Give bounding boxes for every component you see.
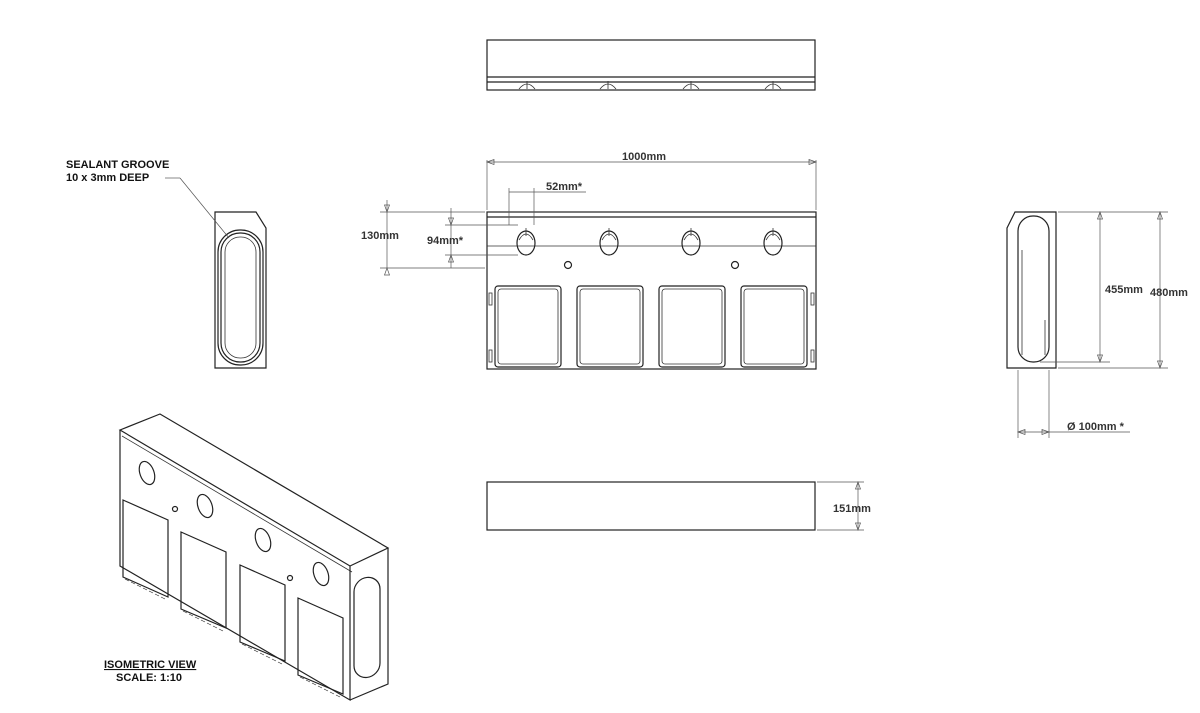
fixing-hole <box>730 260 740 270</box>
outer-height-dimension: 480mm <box>1150 287 1188 299</box>
hole-height-dimension: 94mm* <box>427 235 464 247</box>
front-view <box>486 211 817 370</box>
lifting-anchor <box>763 228 783 256</box>
top-band-dimension: 130mm <box>361 230 399 242</box>
isometric-view-title: ISOMETRIC VIEW <box>104 659 197 671</box>
isometric-view <box>118 413 390 702</box>
right-side-dimensions <box>1016 210 1168 438</box>
bottom-view <box>486 480 864 532</box>
right-side-view <box>1006 211 1057 369</box>
front-panels <box>494 285 808 368</box>
depth-dimension: 151mm <box>833 503 871 515</box>
lifting-anchors <box>516 228 783 256</box>
lifting-anchor <box>516 228 536 256</box>
width-dimension: 1000mm <box>622 151 666 163</box>
diameter-dimension: Ø 100mm * <box>1067 421 1125 433</box>
inner-height-dimension: 455mm <box>1105 284 1143 296</box>
isometric-scale-label: SCALE: 1:10 <box>116 672 182 684</box>
top-view <box>486 39 816 91</box>
fixing-hole <box>563 260 573 270</box>
sealant-groove-label: SEALANT GROOVE <box>66 159 169 171</box>
left-side-view <box>165 177 267 369</box>
front-view-dimensions <box>380 159 818 276</box>
hole-offset-dimension: 52mm* <box>546 181 583 193</box>
top-view-bolt-heads <box>518 81 782 90</box>
lifting-anchor <box>599 228 619 256</box>
sealant-groove-depth-label: 10 x 3mm DEEP <box>66 172 149 184</box>
isometric-hatching <box>124 578 341 698</box>
lifting-anchor <box>681 228 701 256</box>
